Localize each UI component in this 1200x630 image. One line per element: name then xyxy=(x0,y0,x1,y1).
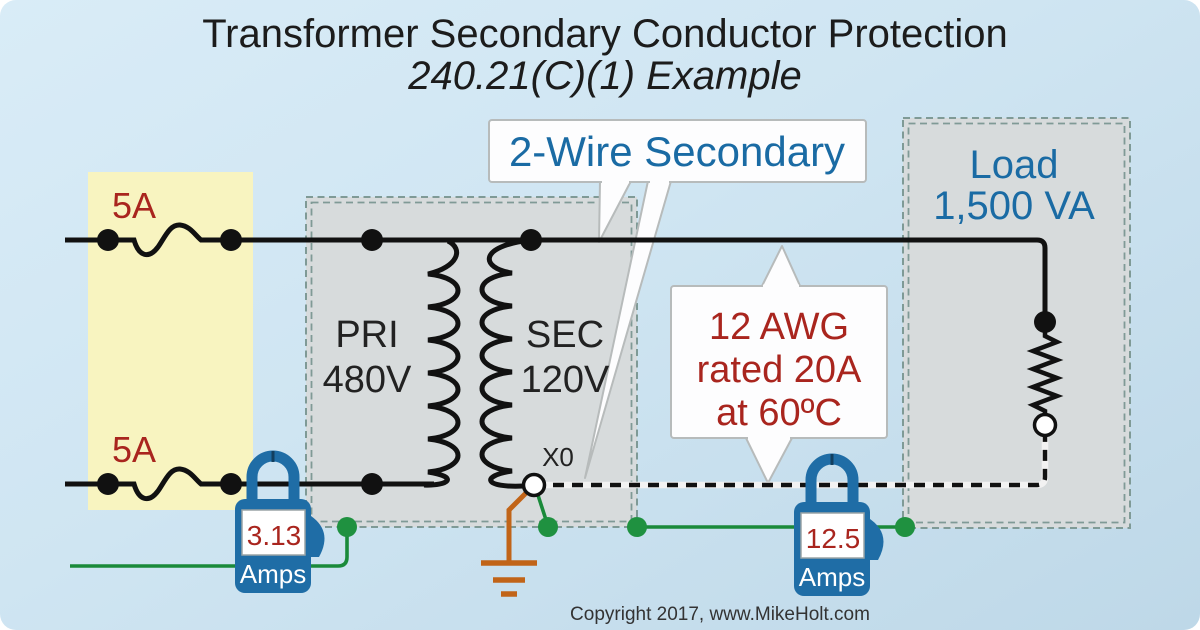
junction-dot xyxy=(220,229,242,251)
junction-dot xyxy=(361,229,383,251)
secondary-hot-wire xyxy=(65,222,1048,322)
junction-dot xyxy=(97,473,119,495)
diagram-subtitle: 240.21(C)(1) Example xyxy=(407,54,802,98)
conductor-callout-pointer-up xyxy=(760,245,802,289)
junction-dot xyxy=(361,473,383,495)
load-enclosure-box xyxy=(902,117,1131,529)
transformer-enclosure-inner-border xyxy=(310,201,633,523)
junction-dot xyxy=(220,473,242,495)
junction-dot xyxy=(97,229,119,251)
fuse-rating-top: 5A xyxy=(112,185,156,226)
load-va-label: 1,500 VA xyxy=(933,184,1095,228)
meter-reading: 3.13 xyxy=(247,520,302,551)
secondary-callout-seam-2 xyxy=(650,180,669,184)
secondary-label: SEC xyxy=(526,314,604,356)
primary-clamp-meter: 3.13 Amps xyxy=(235,450,325,593)
grounding-electrode-conductor xyxy=(481,487,537,597)
x0-label: X0 xyxy=(542,442,574,472)
bonding-dot xyxy=(627,517,647,537)
conductor-rating-text: rated 20A xyxy=(697,349,862,391)
secondary-coil xyxy=(479,237,532,489)
primary-voltage: 480V xyxy=(323,359,412,401)
conductor-callout-pointer-down xyxy=(745,437,793,484)
conductor-temp-text: at 60ºC xyxy=(716,392,842,434)
clamp-jaw-icon xyxy=(246,450,300,505)
clamp-trigger-icon xyxy=(308,514,325,557)
fuse-rating-bottom: 5A xyxy=(112,429,156,470)
meter-reading: 12.5 xyxy=(806,523,861,554)
meter-unit: Amps xyxy=(799,562,865,592)
meter-display xyxy=(241,509,306,556)
neutral-clamp-meter: 12.5 Amps xyxy=(794,453,884,596)
conductor-callout-seam-bottom xyxy=(748,436,790,440)
meter-display xyxy=(800,512,865,559)
clamp-trigger-icon xyxy=(867,517,884,560)
secondary-callout-text: 2-Wire Secondary xyxy=(509,128,845,175)
bonding-dot xyxy=(337,517,357,537)
secondary-callout-seam-1 xyxy=(602,180,629,184)
primary-coil xyxy=(423,238,461,488)
bonding-dot xyxy=(895,517,915,537)
bonding-wire-left xyxy=(70,530,349,568)
junction-dot xyxy=(1034,311,1056,333)
ground-wire-orange xyxy=(506,487,532,561)
primary-bottom-wire xyxy=(65,466,434,502)
neutral-wire-dashed xyxy=(534,435,1048,488)
meter-unit: Amps xyxy=(240,559,306,589)
primary-label: PRI xyxy=(335,314,398,356)
secondary-voltage: 120V xyxy=(521,359,610,401)
conductor-size-text: 12 AWG xyxy=(709,306,849,348)
load-enclosure-inner-border xyxy=(907,122,1126,524)
conductor-callout xyxy=(670,245,888,484)
transformer-enclosure-box xyxy=(305,196,638,528)
secondary-callout-box xyxy=(488,119,867,183)
load-resistor xyxy=(1026,322,1064,415)
copyright-text: Copyright 2017, www.MikeHolt.com xyxy=(570,604,870,625)
bonding-dot xyxy=(538,517,558,537)
secondary-callout xyxy=(488,119,867,479)
conductor-callout-seam-top xyxy=(763,284,799,288)
load-terminal xyxy=(1032,412,1058,438)
load-label: Load xyxy=(970,143,1059,187)
x0-terminal xyxy=(521,472,547,498)
diagram-title: Transformer Secondary Conductor Protecti… xyxy=(202,12,1008,56)
junction-dot xyxy=(520,229,542,251)
